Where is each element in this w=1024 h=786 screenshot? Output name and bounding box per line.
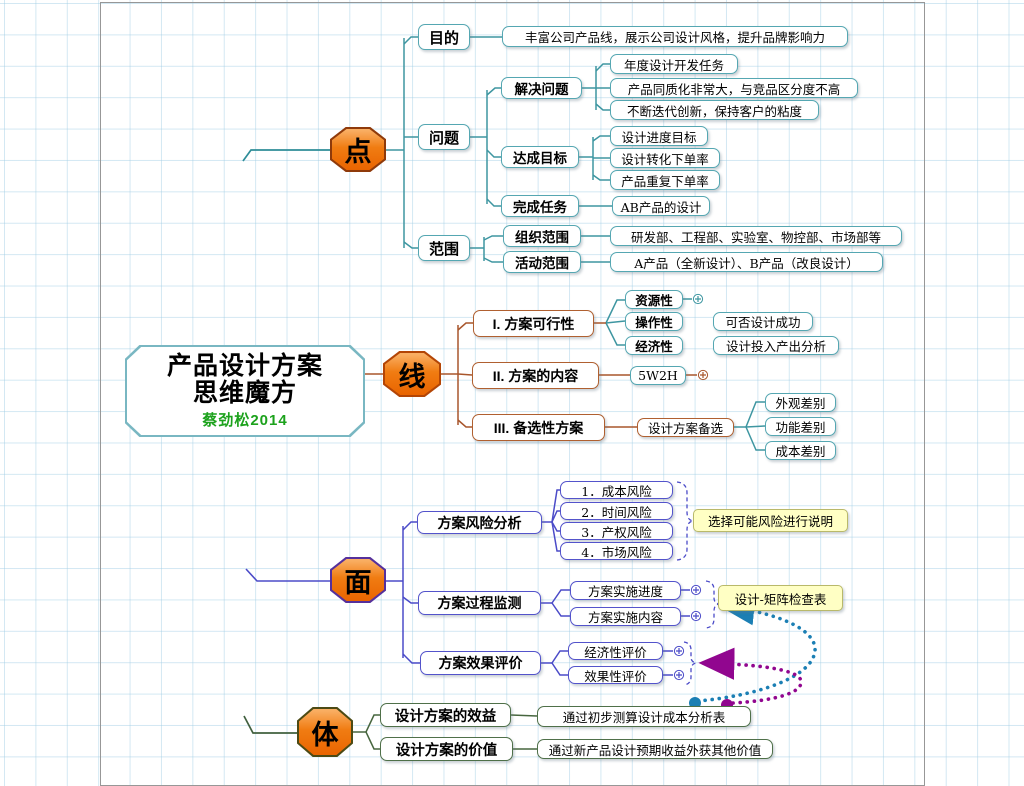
branch-line-lines <box>365 322 697 428</box>
branch-point[interactable]: 点 <box>330 127 386 172</box>
expand-icon[interactable] <box>697 369 709 381</box>
branch-body-lines <box>353 714 538 750</box>
topic-solve[interactable]: 解决问题 <box>501 77 582 99</box>
trunk-line <box>236 149 330 734</box>
branch-face[interactable]: 面 <box>330 557 386 603</box>
leaf-purpose[interactable]: 丰富公司产品线，展示公司设计风格，提升品牌影响力 <box>502 26 848 47</box>
leaf-risk-3[interactable]: 3．产权风险 <box>560 522 673 540</box>
leaf-operation[interactable]: 可否设计成功 <box>713 312 813 331</box>
topic-scope-org[interactable]: 组织范围 <box>503 225 581 247</box>
central-topic[interactable]: 产品设计方案 思维魔方 蔡劲松2014 <box>125 345 365 437</box>
leaf-alt-1[interactable]: 外观差别 <box>765 393 836 412</box>
topic-scope[interactable]: 范围 <box>418 235 470 261</box>
leaf-value[interactable]: 通过新产品设计预期收益外获其他价值 <box>537 739 773 759</box>
note-risk-callout[interactable]: 选择可能风险进行说明 <box>693 509 848 532</box>
topic-purpose[interactable]: 目的 <box>418 24 470 50</box>
expand-icon[interactable] <box>673 584 702 681</box>
leaf-evaluate-1[interactable]: 经济性评价 <box>568 642 663 660</box>
topic-tasks[interactable]: 完成任务 <box>501 195 579 217</box>
topic-resource[interactable]: 资源性 <box>625 290 683 309</box>
topic-monitor[interactable]: 方案过程监测 <box>418 591 541 615</box>
leaf-solve-2[interactable]: 产品同质化非常大，与竞品区分度不高 <box>610 78 858 98</box>
branch-point-lines <box>386 36 766 451</box>
central-title-line2: 思维魔方 <box>192 378 297 407</box>
topic-operation[interactable]: 操作性 <box>625 312 683 331</box>
leaf-monitor-1[interactable]: 方案实施进度 <box>570 581 681 600</box>
leaf-scope-activity[interactable]: A产品（全新设计）、B产品（改良设计） <box>610 252 883 272</box>
topic-content[interactable]: II. 方案的内容 <box>472 362 599 389</box>
leaf-goals-3[interactable]: 产品重复下单率 <box>610 170 720 190</box>
topic-feasibility[interactable]: I. 方案可行性 <box>473 310 594 337</box>
expand-icon[interactable] <box>692 293 704 305</box>
relationship-arrow-purple <box>698 647 803 711</box>
topic-alt-selection[interactable]: 设计方案备选 <box>637 418 734 437</box>
topic-benefit[interactable]: 设计方案的效益 <box>380 703 511 727</box>
central-author: 蔡劲松2014 <box>202 411 288 429</box>
topic-scope-activity[interactable]: 活动范围 <box>503 251 581 273</box>
leaf-risk-1[interactable]: 1．成本风险 <box>560 481 673 499</box>
topic-risk[interactable]: 方案风险分析 <box>417 511 542 534</box>
central-title-line1: 产品设计方案 <box>166 351 323 380</box>
note-matrix-checklist[interactable]: 设计-矩阵检查表 <box>718 585 843 611</box>
leaf-risk-4[interactable]: 4．市场风险 <box>560 542 673 560</box>
leaf-economy[interactable]: 设计投入产出分析 <box>713 336 839 355</box>
leaf-benefit[interactable]: 通过初步测算设计成本分析表 <box>537 706 751 727</box>
leaf-evaluate-2[interactable]: 效果性评价 <box>568 666 663 684</box>
leaf-goals-1[interactable]: 设计进度目标 <box>610 126 708 146</box>
leaf-monitor-2[interactable]: 方案实施内容 <box>570 607 681 626</box>
leaf-content[interactable]: 5W2H <box>630 366 686 385</box>
branch-body[interactable]: 体 <box>297 707 353 757</box>
topic-goals[interactable]: 达成目标 <box>501 146 579 168</box>
relationship-arrow-blue <box>689 593 817 709</box>
topic-value[interactable]: 设计方案的价值 <box>380 737 513 761</box>
topic-evaluate[interactable]: 方案效果评价 <box>420 651 541 675</box>
leaf-risk-2[interactable]: 2．时间风险 <box>560 502 673 520</box>
branch-line[interactable]: 线 <box>383 351 441 397</box>
leaf-solve-1[interactable]: 年度设计开发任务 <box>610 54 738 74</box>
leaf-goals-2[interactable]: 设计转化下单率 <box>610 148 720 168</box>
topic-economy[interactable]: 经济性 <box>625 336 683 355</box>
leaf-scope-org[interactable]: 研发部、工程部、实验室、物控部、市场部等 <box>610 226 902 246</box>
topic-alternative[interactable]: III. 备选性方案 <box>472 414 605 441</box>
leaf-tasks[interactable]: AB产品的设计 <box>612 196 710 216</box>
leaf-solve-3[interactable]: 不断迭代创新，保持客户的粘度 <box>610 100 819 120</box>
branch-face-lines <box>386 489 690 676</box>
leaf-alt-2[interactable]: 功能差别 <box>765 417 836 436</box>
leaf-alt-3[interactable]: 成本差别 <box>765 441 836 460</box>
topic-problem[interactable]: 问题 <box>418 124 470 150</box>
